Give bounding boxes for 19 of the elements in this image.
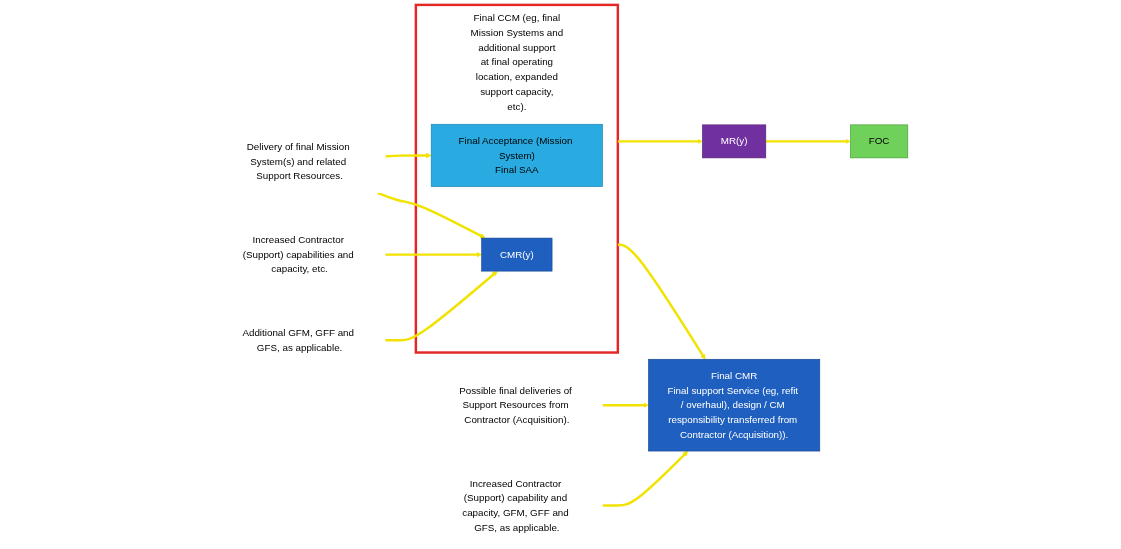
node-box: FOC — [849, 124, 908, 159]
arrow — [376, 191, 486, 239]
arrow — [617, 138, 703, 145]
node-text: Delivery of final Mission System(s) and related Support Resources. — [246, 141, 350, 182]
node-text: Increased Contractor (Support) capabilities and capacity, etc. — [242, 234, 354, 275]
arrow — [602, 450, 688, 507]
arrow — [617, 243, 706, 360]
node-box: CMR(y) — [480, 237, 552, 272]
arrow — [602, 402, 649, 408]
arrow — [384, 152, 432, 159]
node-text: Additional GFM, GFF and GFS, as applicable. — [242, 327, 354, 353]
node-box: Final CMR Final support Service (eg, refit / overhaul), design / CM responsibility transferred from Contractor (Acquisition)). — [647, 358, 820, 452]
node-text: Increased Contractor (Support) capability and capacity, GFM, GFF and GFS, as applicable. — [461, 477, 569, 533]
arrow — [765, 138, 851, 145]
arrow — [384, 270, 498, 342]
node-text: Possible final deliveries of Support Resources from Contractor (Acquisition). — [458, 384, 572, 425]
node-box: MR(y) — [701, 124, 766, 159]
arrow — [384, 251, 482, 258]
node-box: Final Acceptance (Mission System) Final SAA — [430, 123, 603, 187]
